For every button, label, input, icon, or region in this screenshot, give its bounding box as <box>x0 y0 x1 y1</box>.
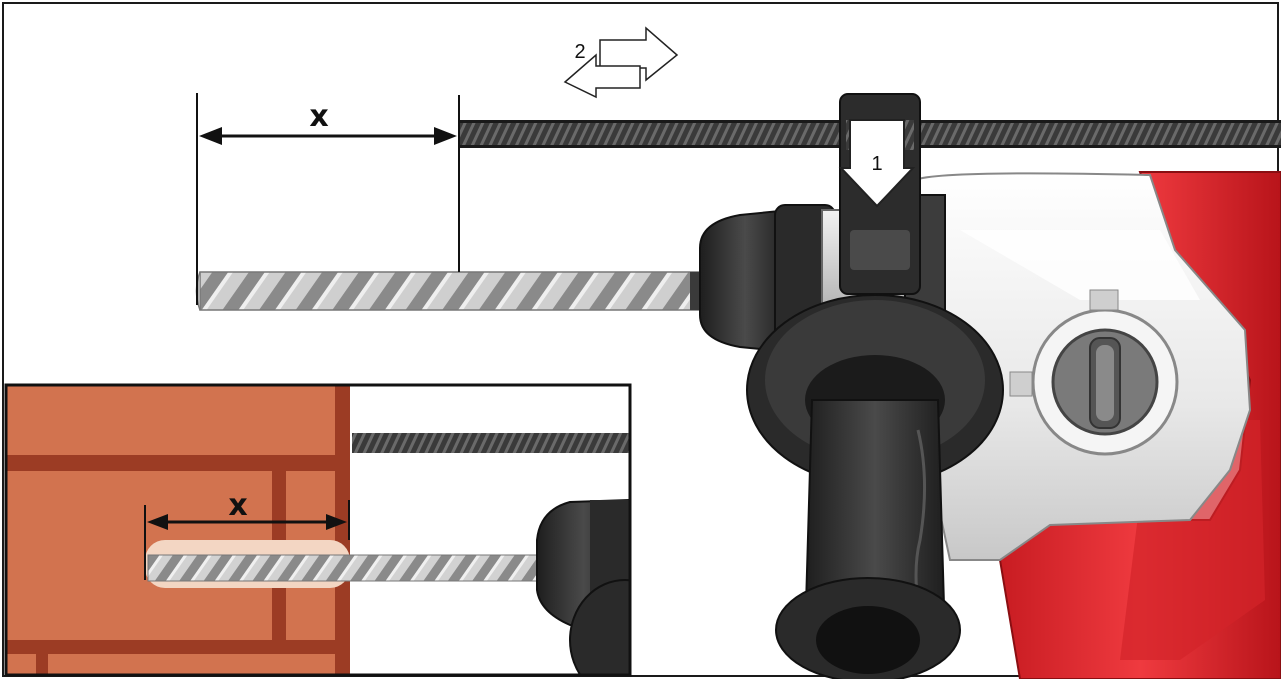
drill-bit-inset <box>147 554 544 582</box>
depth-label-inset: x <box>228 488 247 523</box>
depth-label-main: x <box>309 99 328 134</box>
depth-dimension-main: x <box>196 93 460 305</box>
hammer-drill: 1 <box>690 93 1281 679</box>
step-2-label: 2 <box>574 41 585 63</box>
inset-frame <box>4 383 632 677</box>
step-1-label: 1 <box>871 153 882 175</box>
arrow-left-icon <box>563 53 641 99</box>
depth-dimension-inset: x <box>144 488 350 580</box>
brick-wall <box>6 385 350 675</box>
slide-arrows: 2 <box>563 26 679 99</box>
drill-bit <box>195 271 701 311</box>
inset-wall-view: x <box>4 383 632 677</box>
arrow-down-icon <box>838 119 916 208</box>
side-handle <box>746 294 1004 679</box>
